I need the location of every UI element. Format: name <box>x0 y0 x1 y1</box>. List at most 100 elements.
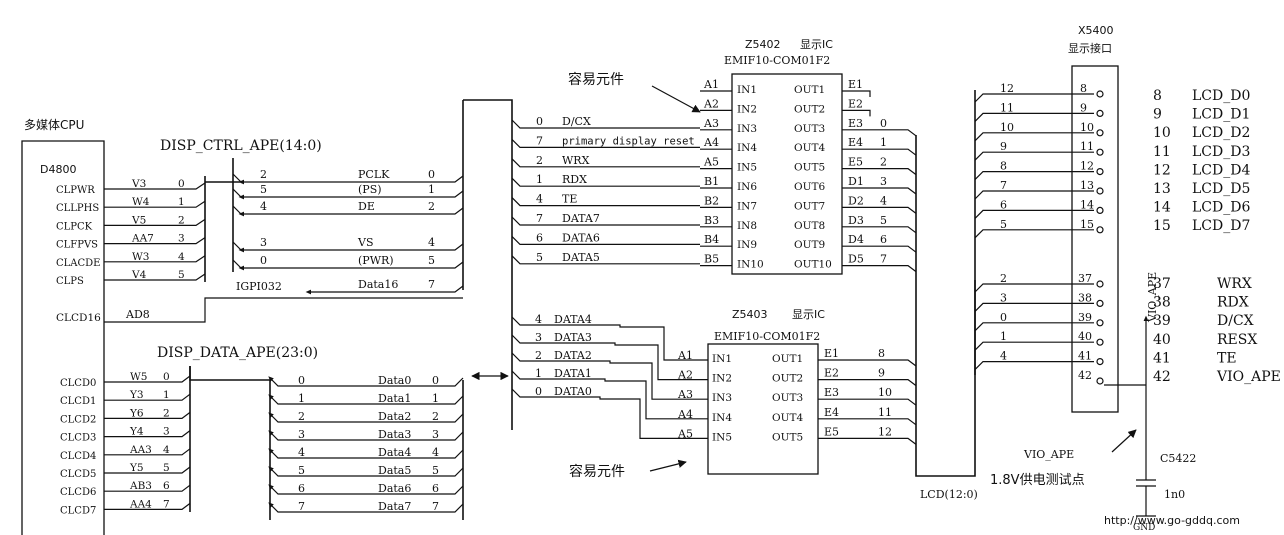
z5402-out-num: 3 <box>880 175 887 188</box>
z5402-ball-out: E3 <box>848 117 863 130</box>
z5402-ball-out: D1 <box>848 175 864 188</box>
pin-pad <box>1096 109 1104 118</box>
pin-pad <box>1096 206 1104 214</box>
data-bus-left-idx: 5 <box>298 464 305 477</box>
z5403-net-name: DATA3 <box>554 331 592 344</box>
z5402-ball-in: B2 <box>704 194 719 207</box>
data-bus-right-idx: 0 <box>432 374 439 387</box>
z5402-out-pin: OUT2 <box>794 103 825 115</box>
connector-pin: 41 <box>1078 350 1092 363</box>
cpu-data-ball: AA4 <box>129 498 152 510</box>
connector-pin: 40 <box>1078 330 1092 343</box>
connector-pin: 38 <box>1078 291 1092 304</box>
legend-num: 38 <box>1153 295 1171 311</box>
ad8-label: AD8 <box>125 308 150 321</box>
data-bus-signal: Data1 <box>378 392 411 405</box>
pin-pad <box>1096 148 1104 156</box>
z5403-out-pin: OUT3 <box>772 392 803 404</box>
z5403-out-pin: OUT1 <box>772 353 803 365</box>
z5402-net-idx: 7 <box>536 134 543 147</box>
cpu-ctrl-ball: W3 <box>132 251 149 263</box>
connector-ref: X5400 <box>1078 24 1114 37</box>
z5402-net-name: D/CX <box>562 115 591 128</box>
z5402-ball-in: B5 <box>704 253 719 266</box>
cpu-data-pin: CLCD3 <box>60 433 96 444</box>
pin-pad <box>1096 226 1104 234</box>
lcd-fan-idx: 0 <box>1000 311 1007 324</box>
z5402-net-idx: 5 <box>536 251 543 264</box>
z5403-net-idx: 4 <box>535 313 542 326</box>
z5402-desc: 显示IC <box>800 38 833 51</box>
data-bus-right-idx: 3 <box>432 428 439 441</box>
ctrl-bus-signal: Data16 <box>358 278 398 291</box>
ctrl-bus-right-idx: 4 <box>428 236 435 249</box>
vio-point-label: 1.8V供电测试点 <box>990 473 1085 488</box>
legend-name: LCD_D3 <box>1192 144 1250 160</box>
cpu-ctrl-idx: 3 <box>178 233 185 245</box>
cpu-data-pin: CLCD0 <box>60 378 96 389</box>
z5403-net-idx: 0 <box>535 385 542 398</box>
lcd-fan-idx: 9 <box>1000 140 1007 153</box>
pin-pad <box>1096 280 1104 288</box>
ctrl-bus-signal: (PS) <box>358 183 382 196</box>
cpu-ref: D4800 <box>40 163 76 176</box>
vio-rail-label: VIO_APE <box>1146 272 1159 323</box>
legend-name: VIO_APE <box>1216 369 1281 385</box>
z5403-ball-in: A1 <box>677 349 693 362</box>
z5402-out-pin: OUT7 <box>794 200 825 212</box>
legend-name: D/CX <box>1217 313 1254 329</box>
connector-desc: 显示接口 <box>1068 42 1112 55</box>
lcd-fan-idx: 4 <box>1000 350 1007 363</box>
z5403-out-num: 11 <box>878 406 892 419</box>
pin-pad <box>1096 299 1104 307</box>
watermark: http://www.go-gddq.com <box>1104 514 1240 527</box>
ctrl-bus-right-idx: 7 <box>428 278 435 291</box>
pin-pad <box>1096 319 1104 327</box>
lcd-fan-idx: 2 <box>1000 272 1007 285</box>
legend-num: 11 <box>1153 144 1171 160</box>
legend-name: LCD_D0 <box>1192 88 1250 104</box>
data-bus-right-idx: 7 <box>432 500 439 513</box>
z5402-in-pin: IN9 <box>737 239 757 251</box>
lcd-fan-idx: 11 <box>1000 101 1014 114</box>
lcd-fan-idx: 7 <box>1000 179 1007 192</box>
z5403-net-name: DATA4 <box>554 313 592 326</box>
legend-name: LCD_D1 <box>1192 107 1250 123</box>
data-bus-left-idx: 4 <box>298 446 305 459</box>
legend-name: WRX <box>1217 276 1252 292</box>
cpu-ctrl-pin: CLACDE <box>56 258 100 269</box>
data-bus-left-idx: 7 <box>298 500 305 513</box>
z5402-net-idx: 2 <box>536 154 543 167</box>
pin-pad <box>1096 168 1104 176</box>
z5402-out-pin: OUT10 <box>794 259 832 271</box>
z5403-in-pin: IN3 <box>712 392 732 404</box>
cpu-data-idx: 7 <box>163 498 170 510</box>
legend-name: LCD_D6 <box>1192 200 1250 216</box>
z5402-net-name: RDX <box>562 173 587 186</box>
z5402-in-pin: IN6 <box>737 181 757 193</box>
z5402-net-idx: 4 <box>536 193 543 206</box>
lcd-fan-idx: 6 <box>1000 198 1007 211</box>
z5402-net-name: TE <box>562 193 577 206</box>
z5402-in-pin: IN8 <box>737 220 757 232</box>
cpu-data-ball: AA3 <box>129 444 152 456</box>
ctrl-bus-right-idx: 5 <box>428 254 435 267</box>
z5402-in-pin: IN5 <box>737 162 757 174</box>
cpu-ctrl-ball: V5 <box>131 214 146 226</box>
connector-pin: 12 <box>1080 160 1094 173</box>
connector-pin: 9 <box>1080 101 1087 114</box>
z5403-out-pin: OUT2 <box>772 373 803 385</box>
z5402-ball-out: E5 <box>848 156 863 169</box>
z5402-out-num: 0 <box>880 117 887 130</box>
connector-pin: 37 <box>1078 272 1092 285</box>
ctrl-bus-left-idx: 3 <box>260 236 267 249</box>
ctrl-bus-signal: DE <box>358 200 375 213</box>
